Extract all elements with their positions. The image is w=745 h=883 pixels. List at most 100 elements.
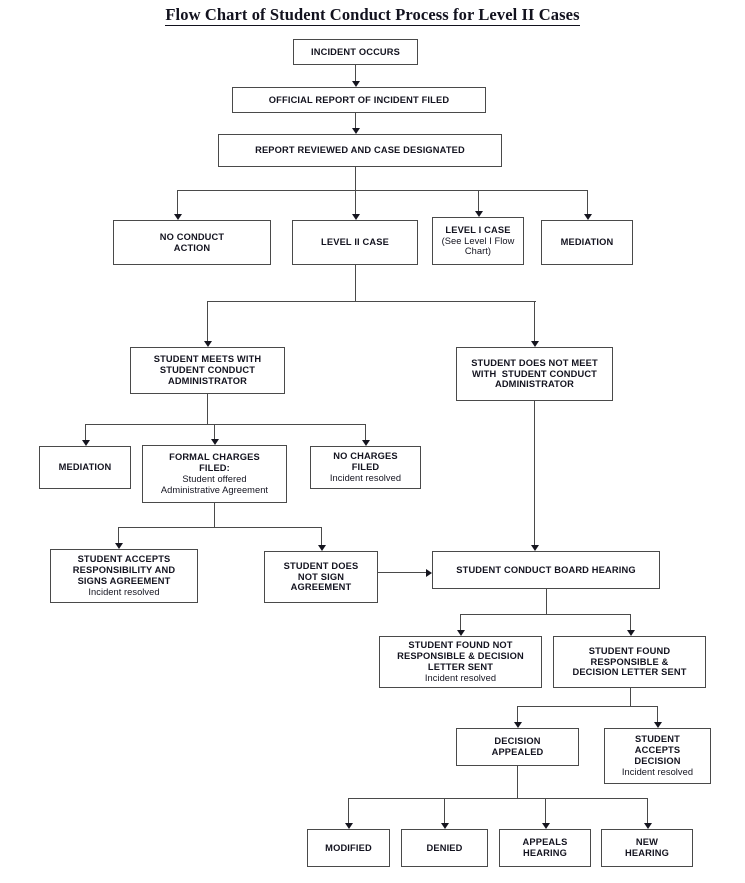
connector-bus-to-student-does-not-sign xyxy=(321,527,323,545)
connector-bus-to-modified xyxy=(348,798,350,823)
flow-node-label: STUDENT ACCEPTS xyxy=(77,554,171,565)
flow-node-subtext: Administrative Agreement xyxy=(160,484,269,495)
flow-node-subtext: Incident resolved xyxy=(88,586,160,597)
flow-node-mediation-second[interactable]: MEDIATION xyxy=(39,446,131,489)
arrowhead-level-one-case xyxy=(474,211,483,217)
flow-node-report-reviewed[interactable]: REPORT REVIEWED AND CASE DESIGNATED xyxy=(218,134,502,167)
connector-student-meets-stem xyxy=(207,394,209,425)
flow-node-mediation-top[interactable]: MEDIATION xyxy=(541,220,633,265)
connector-report-reviewed-stem xyxy=(355,167,357,191)
connector-bus-to-found-responsible xyxy=(630,614,632,630)
connector-level-two-bus xyxy=(207,301,536,303)
arrowhead-student-accepts-responsibility xyxy=(114,543,123,549)
connector-incident-to-official-report xyxy=(355,65,357,81)
connector-board-hearing-stem xyxy=(546,589,548,615)
arrowhead-no-charges xyxy=(361,440,370,446)
flow-node-label: REPORT REVIEWED AND CASE DESIGNATED xyxy=(255,145,465,156)
flow-node-label: ACTION xyxy=(173,242,211,253)
connector-official-report-to-report-reviewed xyxy=(355,113,357,128)
flow-node-conduct-board-hearing[interactable]: STUDENT CONDUCT BOARD HEARING xyxy=(432,551,660,589)
flow-node-label: STUDENT DOES NOT MEET xyxy=(471,357,598,368)
flow-node-label: WITH STUDENT CONDUCT xyxy=(471,368,598,379)
arrowhead-formal-charges xyxy=(210,439,219,445)
arrowhead-mediation-top xyxy=(583,214,592,220)
flow-node-label: MEDIATION xyxy=(58,462,112,473)
flow-node-incident[interactable]: INCIDENT OCCURS xyxy=(293,39,418,65)
flow-node-label: OFFICIAL REPORT OF INCIDENT FILED xyxy=(268,94,450,105)
connector-found-responsible-bus xyxy=(517,706,658,708)
flow-node-subtext: (See Level I Flow xyxy=(441,235,515,246)
arrowhead-appeals-hearing xyxy=(541,823,550,829)
flow-node-label: HEARING xyxy=(523,848,567,858)
flow-node-official-report[interactable]: OFFICIAL REPORT OF INCIDENT FILED xyxy=(232,87,486,113)
flow-node-denied[interactable]: DENIED xyxy=(401,829,488,867)
flow-node-subtext: Chart) xyxy=(464,246,492,257)
arrowhead-found-not-responsible xyxy=(456,630,465,636)
connector-level-two-stem xyxy=(355,265,357,302)
connector-bus-to-formal-charges xyxy=(214,424,216,439)
flow-node-label: ADMINISTRATOR xyxy=(167,375,248,386)
connector-bus-to-student-accepts xyxy=(118,527,120,543)
page-title-text: Flow Chart of Student Conduct Process fo… xyxy=(165,5,580,26)
connector-bus-to-new-hearing xyxy=(647,798,649,823)
connector-bus-to-found-not-responsible xyxy=(460,614,462,630)
flow-node-label: STUDENT FOUND xyxy=(588,645,671,656)
flow-node-label: DECISION xyxy=(494,736,541,747)
flow-node-label: STUDENT DOES xyxy=(283,560,359,571)
connector-bus-to-decision-appealed xyxy=(517,706,519,722)
flow-node-subtext: Incident resolved xyxy=(424,672,497,683)
connector-bus-to-no-charges xyxy=(365,424,367,440)
flow-node-label: FILED: xyxy=(199,463,230,474)
flow-node-label: INCIDENT OCCURS xyxy=(310,46,401,57)
flow-node-label: MODIFIED xyxy=(325,842,372,853)
arrowhead-new-hearing xyxy=(643,823,652,829)
flow-node-label: DECISION xyxy=(634,756,681,766)
arrowhead-found-responsible xyxy=(626,630,635,636)
flow-node-label: DECISION LETTER SENT xyxy=(572,667,687,678)
arrowhead-board-hearing-top xyxy=(530,545,539,551)
flow-node-label: STUDENT xyxy=(635,734,680,745)
flow-node-label: STUDENT MEETS WITH xyxy=(153,354,262,365)
flow-node-subtext: Incident resolved xyxy=(329,472,402,483)
connector-decision-appealed-bus xyxy=(348,798,647,800)
arrowhead-student-accepts-decision xyxy=(653,722,662,728)
connector-decision-appealed-stem xyxy=(517,766,519,799)
flow-node-label: FORMAL CHARGES xyxy=(169,452,260,463)
connector-bus-to-denied xyxy=(444,798,446,823)
arrowhead-student-does-not-meet xyxy=(530,341,539,347)
flow-node-label: AGREEMENT xyxy=(290,582,352,593)
flow-node-label: RESPONSIBLE & DECISION xyxy=(397,651,524,662)
arrowhead-report-reviewed xyxy=(351,128,360,134)
connector-bus-to-student-accepts-decision xyxy=(657,706,659,722)
flow-node-modified[interactable]: MODIFIED xyxy=(307,829,390,867)
connector-formal-charges-stem xyxy=(214,503,216,528)
flow-node-level-two-case[interactable]: LEVEL II CASE xyxy=(292,220,418,265)
arrowhead-denied xyxy=(440,823,449,829)
flow-node-label: APPEALED xyxy=(491,747,544,757)
flow-node-label: RESPONSIBILITY AND xyxy=(72,565,176,576)
flow-node-label: APPEALS xyxy=(522,837,568,848)
connector-formal-charges-bus xyxy=(118,527,322,529)
page-title: Flow Chart of Student Conduct Process fo… xyxy=(0,5,745,26)
flow-node-label: MEDIATION xyxy=(560,237,614,248)
arrowhead-board-hearing-left xyxy=(426,568,432,577)
arrowhead-no-conduct-action xyxy=(173,214,182,220)
flow-node-label: NO CONDUCT xyxy=(159,231,225,242)
flow-node-label: LETTER SENT xyxy=(427,662,494,672)
arrowhead-mediation-second xyxy=(81,440,90,446)
connector-bus-to-mediation-second xyxy=(85,424,87,440)
